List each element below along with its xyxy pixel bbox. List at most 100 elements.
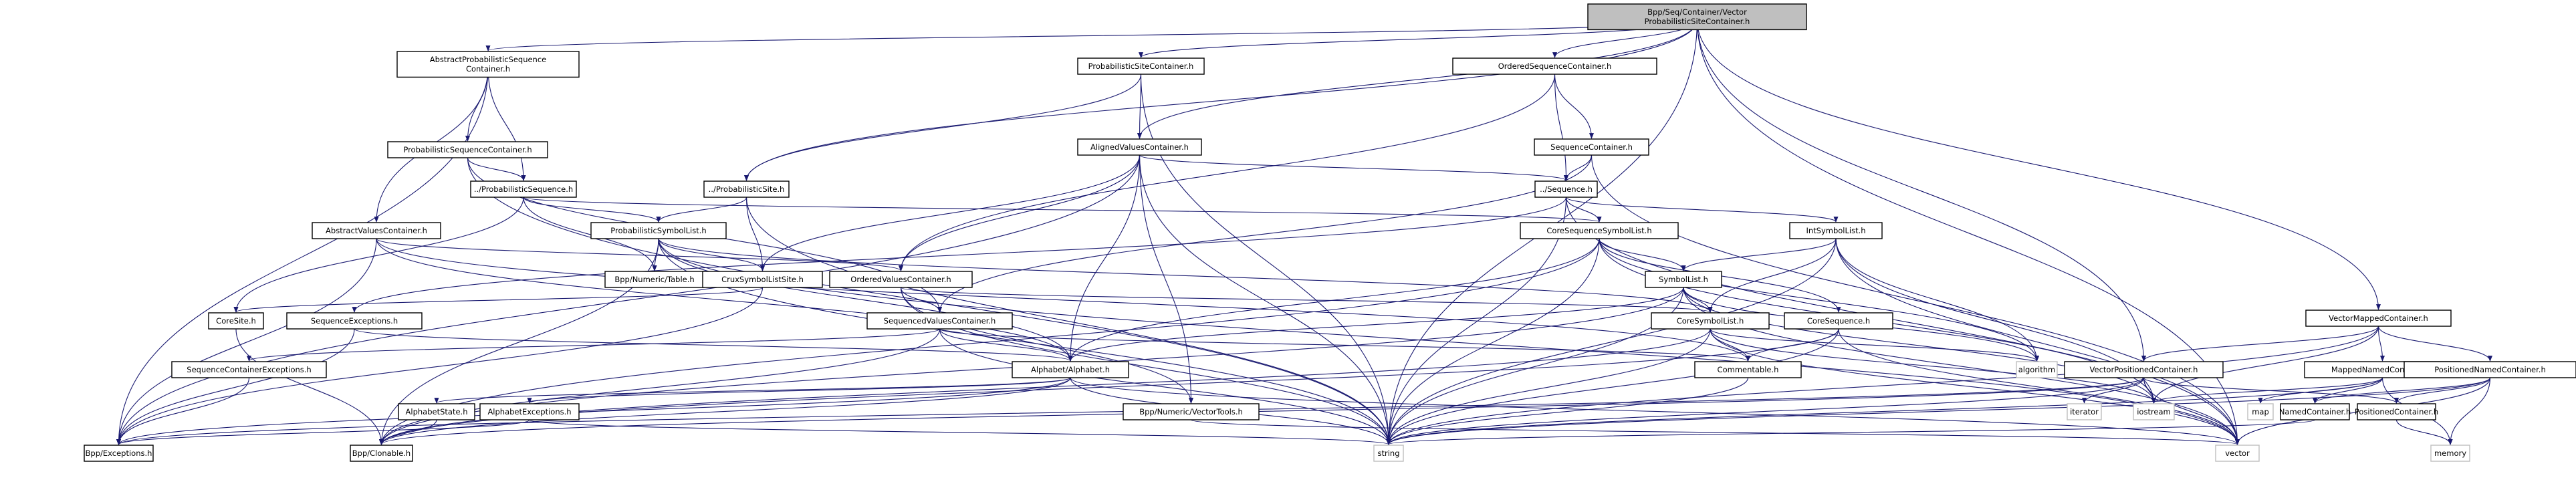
header-file-node[interactable]: Commentable.h: [1694, 361, 1802, 378]
system-header-node: memory: [2430, 445, 2470, 462]
root-file-node[interactable]: Bpp/Seq/Container/VectorProbabilisticSit…: [1587, 3, 1807, 31]
dependency-edge: [1139, 154, 1568, 181]
node-box: [84, 445, 154, 462]
dependency-edge: [467, 157, 526, 181]
dependency-edge: [116, 287, 764, 445]
node-label: CruxSymbolListSite.h: [721, 275, 804, 284]
node-box: [1534, 180, 1598, 198]
header-file-node[interactable]: CoreSequenceSymbolList.h: [1520, 222, 1679, 239]
header-file-node[interactable]: VectorPositionedContainer.h: [2064, 361, 2224, 378]
node-box: [479, 403, 580, 420]
dependency-edge: [658, 238, 1713, 313]
header-file-node[interactable]: ProbabilisticSymbolList.h: [590, 222, 727, 239]
dependency-edge: [1838, 328, 2240, 445]
dependency-edge: [1068, 154, 1141, 362]
header-file-node[interactable]: ProbabilisticSequenceContainer.h: [387, 141, 548, 158]
dependency-edge: [523, 197, 661, 223]
node-box: [1694, 361, 1802, 378]
header-file-node[interactable]: OrderedSequenceContainer.h: [1452, 57, 1657, 75]
header-file-node[interactable]: SequencedValuesContainer.h: [866, 312, 1013, 330]
node-box: [350, 445, 413, 462]
header-file-node[interactable]: CruxSymbolListSite.h: [702, 271, 823, 288]
node-label: AlphabetState.h: [406, 407, 468, 416]
node-label: ../ProbabilisticSequence.h: [474, 184, 573, 194]
header-file-node[interactable]: PositionedContainer.h: [2355, 403, 2438, 420]
header-file-node[interactable]: OrderedValuesContainer.h: [829, 271, 973, 288]
node-box: [1645, 271, 1722, 288]
header-file-node[interactable]: CoreSymbolList.h: [1651, 312, 1770, 330]
dependency-edge: [1710, 328, 2240, 445]
dependency-edge: [899, 154, 1141, 271]
dependency-edge: [487, 67, 526, 181]
dependency-edge: [2141, 326, 2379, 362]
header-file-node[interactable]: AlphabetExceptions.h: [479, 403, 580, 420]
header-file-node[interactable]: Bpp/Clonable.h: [350, 445, 413, 462]
node-label: vector: [2225, 449, 2250, 458]
header-file-node[interactable]: ProbabilisticSiteContainer.h: [1077, 57, 1205, 75]
header-file-node[interactable]: AlphabetState.h: [398, 403, 475, 420]
header-file-node[interactable]: SequenceContainerExceptions.h: [171, 361, 327, 378]
node-label: Commentable.h: [1718, 365, 1779, 374]
edge-layer: [116, 19, 2492, 445]
dependency-edge: [1591, 154, 2240, 445]
node-box: [387, 141, 548, 158]
header-file-node[interactable]: Bpp/Exceptions.h: [84, 445, 154, 462]
dependency-edge: [379, 419, 437, 445]
node-box: [2064, 361, 2224, 378]
dependency-edge: [1696, 19, 2381, 310]
node-box: [312, 222, 441, 239]
dependency-edge: [529, 419, 1391, 445]
node-box: [2430, 445, 2470, 462]
header-file-node[interactable]: VectorMappedContainer.h: [2305, 310, 2452, 327]
dependency-edge: [233, 197, 524, 313]
header-file-node[interactable]: AlignedValuesContainer.h: [1077, 138, 1202, 156]
node-box: [1123, 403, 1260, 420]
node-label: algorithm: [2018, 365, 2056, 374]
dependency-edge: [939, 328, 1750, 362]
node-label: NamedContainer.h: [2279, 407, 2351, 416]
header-file-node[interactable]: CoreSequence.h: [1784, 312, 1893, 330]
dependency-edge: [1565, 197, 2240, 445]
dependency-edge: [2377, 326, 2492, 362]
header-file-node[interactable]: Bpp/Numeric/Table.h: [604, 271, 705, 288]
header-file-node[interactable]: PositionedNamedContainer.h: [2404, 361, 2576, 378]
dependency-edge: [744, 19, 1698, 181]
header-file-node[interactable]: Bpp/Numeric/VectorTools.h: [1123, 403, 1260, 420]
header-file-node[interactable]: NamedContainer.h: [2279, 403, 2351, 420]
header-file-node[interactable]: ../ProbabilisticSite.h: [703, 180, 790, 198]
header-file-node[interactable]: IntSymbolList.h: [1789, 222, 1883, 239]
dependency-edge: [1599, 238, 1686, 271]
dependency-edge: [1386, 328, 1839, 445]
node-label: ../ProbabilisticSite.h: [709, 184, 785, 194]
dependency-edge: [1139, 154, 1391, 445]
node-box: [396, 51, 580, 78]
node-label: VectorPositionedContainer.h: [2090, 365, 2198, 374]
dependency-edge: [900, 287, 1391, 445]
header-file-node[interactable]: Alphabet/Alphabet.h: [1012, 361, 1129, 378]
dependency-edge: [434, 377, 1071, 404]
header-file-node[interactable]: SequenceContainer.h: [1534, 138, 1649, 156]
dependency-edge: [1386, 377, 2145, 445]
node-box: [1534, 138, 1649, 156]
dependency-edge: [379, 377, 2145, 445]
node-box: [1784, 312, 1893, 330]
header-file-node[interactable]: CoreSite.h: [208, 312, 264, 330]
node-label: ProbabilisticSymbolList.h: [610, 226, 706, 235]
header-file-node[interactable]: SequenceExceptions.h: [286, 312, 423, 330]
header-file-node[interactable]: SymbolList.h: [1645, 271, 1722, 288]
node-box: [2247, 403, 2274, 420]
node-box: [866, 312, 1013, 330]
node-box: [2404, 361, 2576, 378]
node-label: memory: [2434, 449, 2466, 458]
dependency-edge: [235, 328, 384, 445]
node-label: SymbolList.h: [1659, 275, 1708, 284]
system-header-node: algorithm: [2016, 361, 2058, 378]
system-header-node: iostream: [2133, 403, 2175, 420]
dependency-edge: [116, 238, 377, 445]
header-file-node[interactable]: ../Sequence.h: [1534, 180, 1598, 198]
node-label: AlignedValuesContainer.h: [1090, 142, 1189, 152]
header-file-node[interactable]: AbstractValuesContainer.h: [312, 222, 441, 239]
header-file-node[interactable]: ../ProbabilisticSequence.h: [470, 180, 577, 198]
node-label: Bpp/Clonable.h: [352, 449, 411, 458]
